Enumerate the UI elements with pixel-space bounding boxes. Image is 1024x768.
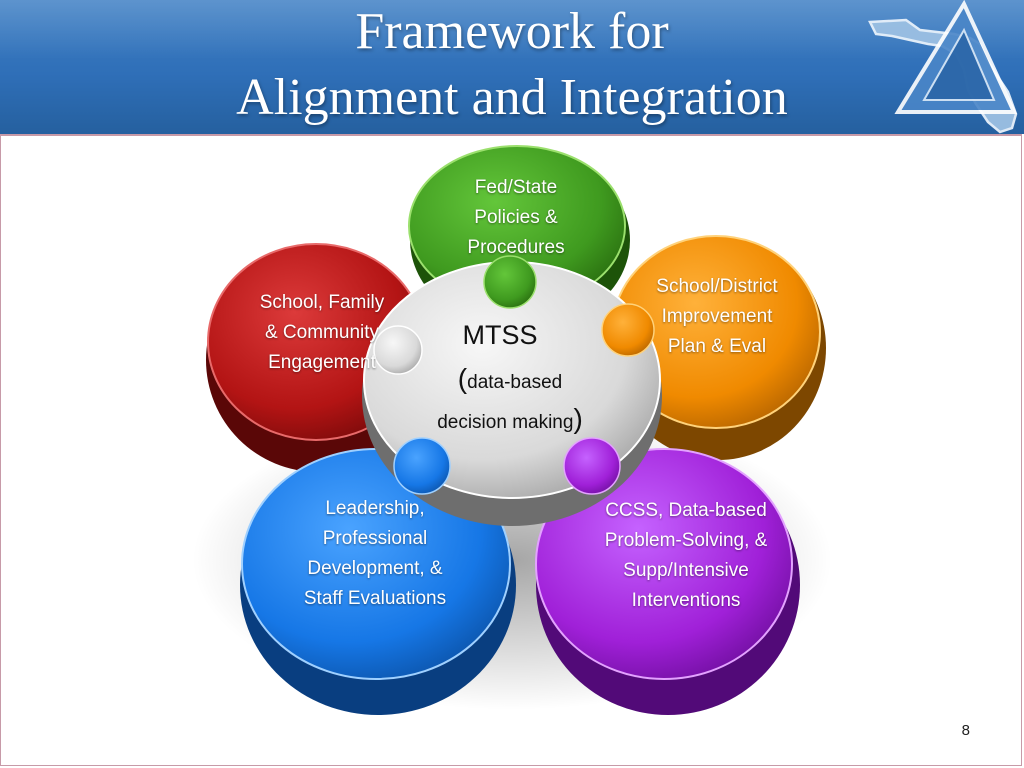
school-family-line-1: School, Family	[259, 292, 385, 313]
tab-to-ccss	[563, 437, 621, 495]
title-banner: Framework for Alignment and Integration	[0, 0, 1024, 134]
banner-gloss	[0, 0, 1024, 60]
close-paren: )	[573, 403, 583, 434]
content-frame	[0, 134, 1022, 766]
school-district-line-3: Plan & Eval	[667, 336, 767, 357]
center-puzzle-piece	[362, 255, 662, 526]
ccss-line-1: CCSS, Data-based	[605, 500, 767, 521]
leadership-line-4: Staff Evaluations	[303, 588, 447, 609]
florida-triangle-logo-icon	[868, 0, 1018, 134]
petal-label-leadership: Leadership, Professional Development, & …	[270, 494, 480, 614]
center-label-data-based: (data-based	[410, 362, 610, 400]
school-family-line-2: & Community	[264, 322, 380, 343]
school-family-line-3: Engagement	[268, 352, 376, 373]
decision-making-text: decision making	[437, 412, 574, 433]
slide-title-line-2: Alignment and Integration	[236, 69, 788, 126]
slide-number: 8	[961, 722, 970, 739]
petal-ccss	[535, 448, 800, 715]
leadership-line-2: Professional	[322, 528, 428, 549]
school-district-line-2: Improvement	[661, 306, 773, 327]
leadership-line-1: Leadership,	[325, 498, 425, 519]
tab-from-school-family	[373, 325, 423, 375]
petal-label-ccss: CCSS, Data-based Problem-Solving, & Supp…	[576, 496, 796, 616]
center-label-decision-making: decision making)	[400, 402, 620, 440]
school-district-line-1: School/District	[656, 276, 778, 297]
slide-title-line-1: Framework for	[355, 3, 669, 60]
fed-state-line-2: Policies &	[474, 207, 558, 228]
tab-to-fed-state	[483, 255, 537, 309]
ccss-line-4: Interventions	[631, 590, 741, 611]
fed-state-line-3: Procedures	[467, 237, 565, 258]
petal-school-district	[610, 235, 826, 460]
data-based-text: data-based	[467, 372, 563, 393]
petal-label-school-family: School, Family & Community Engagement	[232, 288, 412, 378]
ccss-line-2: Problem-Solving, &	[604, 530, 768, 551]
leadership-line-3: Development, &	[307, 558, 443, 579]
open-paren: (	[457, 363, 468, 394]
tab-to-school-district	[601, 303, 655, 357]
tab-to-leadership	[393, 437, 451, 495]
petal-label-fed-state: Fed/State Policies & Procedures	[436, 173, 596, 263]
ccss-line-3: Supp/Intensive	[623, 560, 749, 581]
petal-label-school-district: School/District Improvement Plan & Eval	[622, 272, 812, 362]
center-label-mtss: MTSS	[462, 320, 538, 350]
fed-state-line-1: Fed/State	[474, 177, 558, 198]
